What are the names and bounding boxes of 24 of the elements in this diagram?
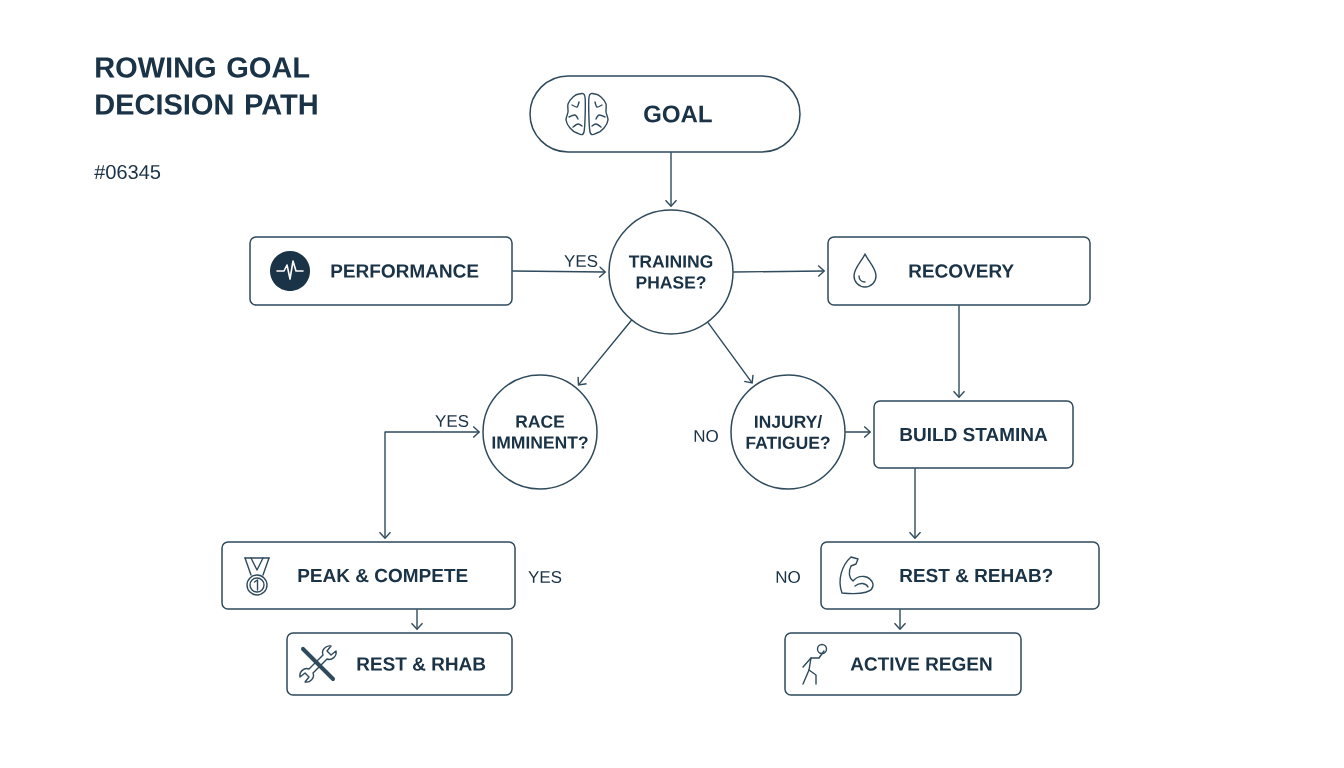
title: ROWING GOAL DECISION PATH — [96, 57, 317, 115]
arrow — [733, 264, 826, 278]
process-box: ACTIVE REGEN — [784, 632, 1022, 696]
arrow — [512, 265, 607, 279]
arrow — [378, 425, 481, 540]
arrow — [893, 609, 907, 631]
arrow — [707, 321, 754, 384]
arrow — [410, 609, 424, 631]
process-box: RECOVERY — [827, 236, 1091, 306]
arrow — [664, 152, 678, 208]
arrow — [577, 319, 632, 386]
arrow — [952, 305, 966, 399]
process-box: BUILD STAMINA — [873, 400, 1074, 469]
process-box: REST & RHAB — [286, 632, 513, 696]
terminal-box: GOAL — [529, 75, 801, 153]
answer-label: NO — [776, 571, 800, 583]
edge-label: YES — [433, 413, 471, 429]
arrow — [908, 468, 922, 540]
process-box: PEAK & COMPETE — [221, 541, 516, 610]
process-box: PERFORMANCE — [249, 236, 513, 306]
edge-label: YES — [562, 253, 600, 269]
arrow — [845, 425, 872, 439]
process-box: REST & REHAB? — [820, 541, 1100, 610]
reference-code: #06345 — [94, 164, 161, 180]
